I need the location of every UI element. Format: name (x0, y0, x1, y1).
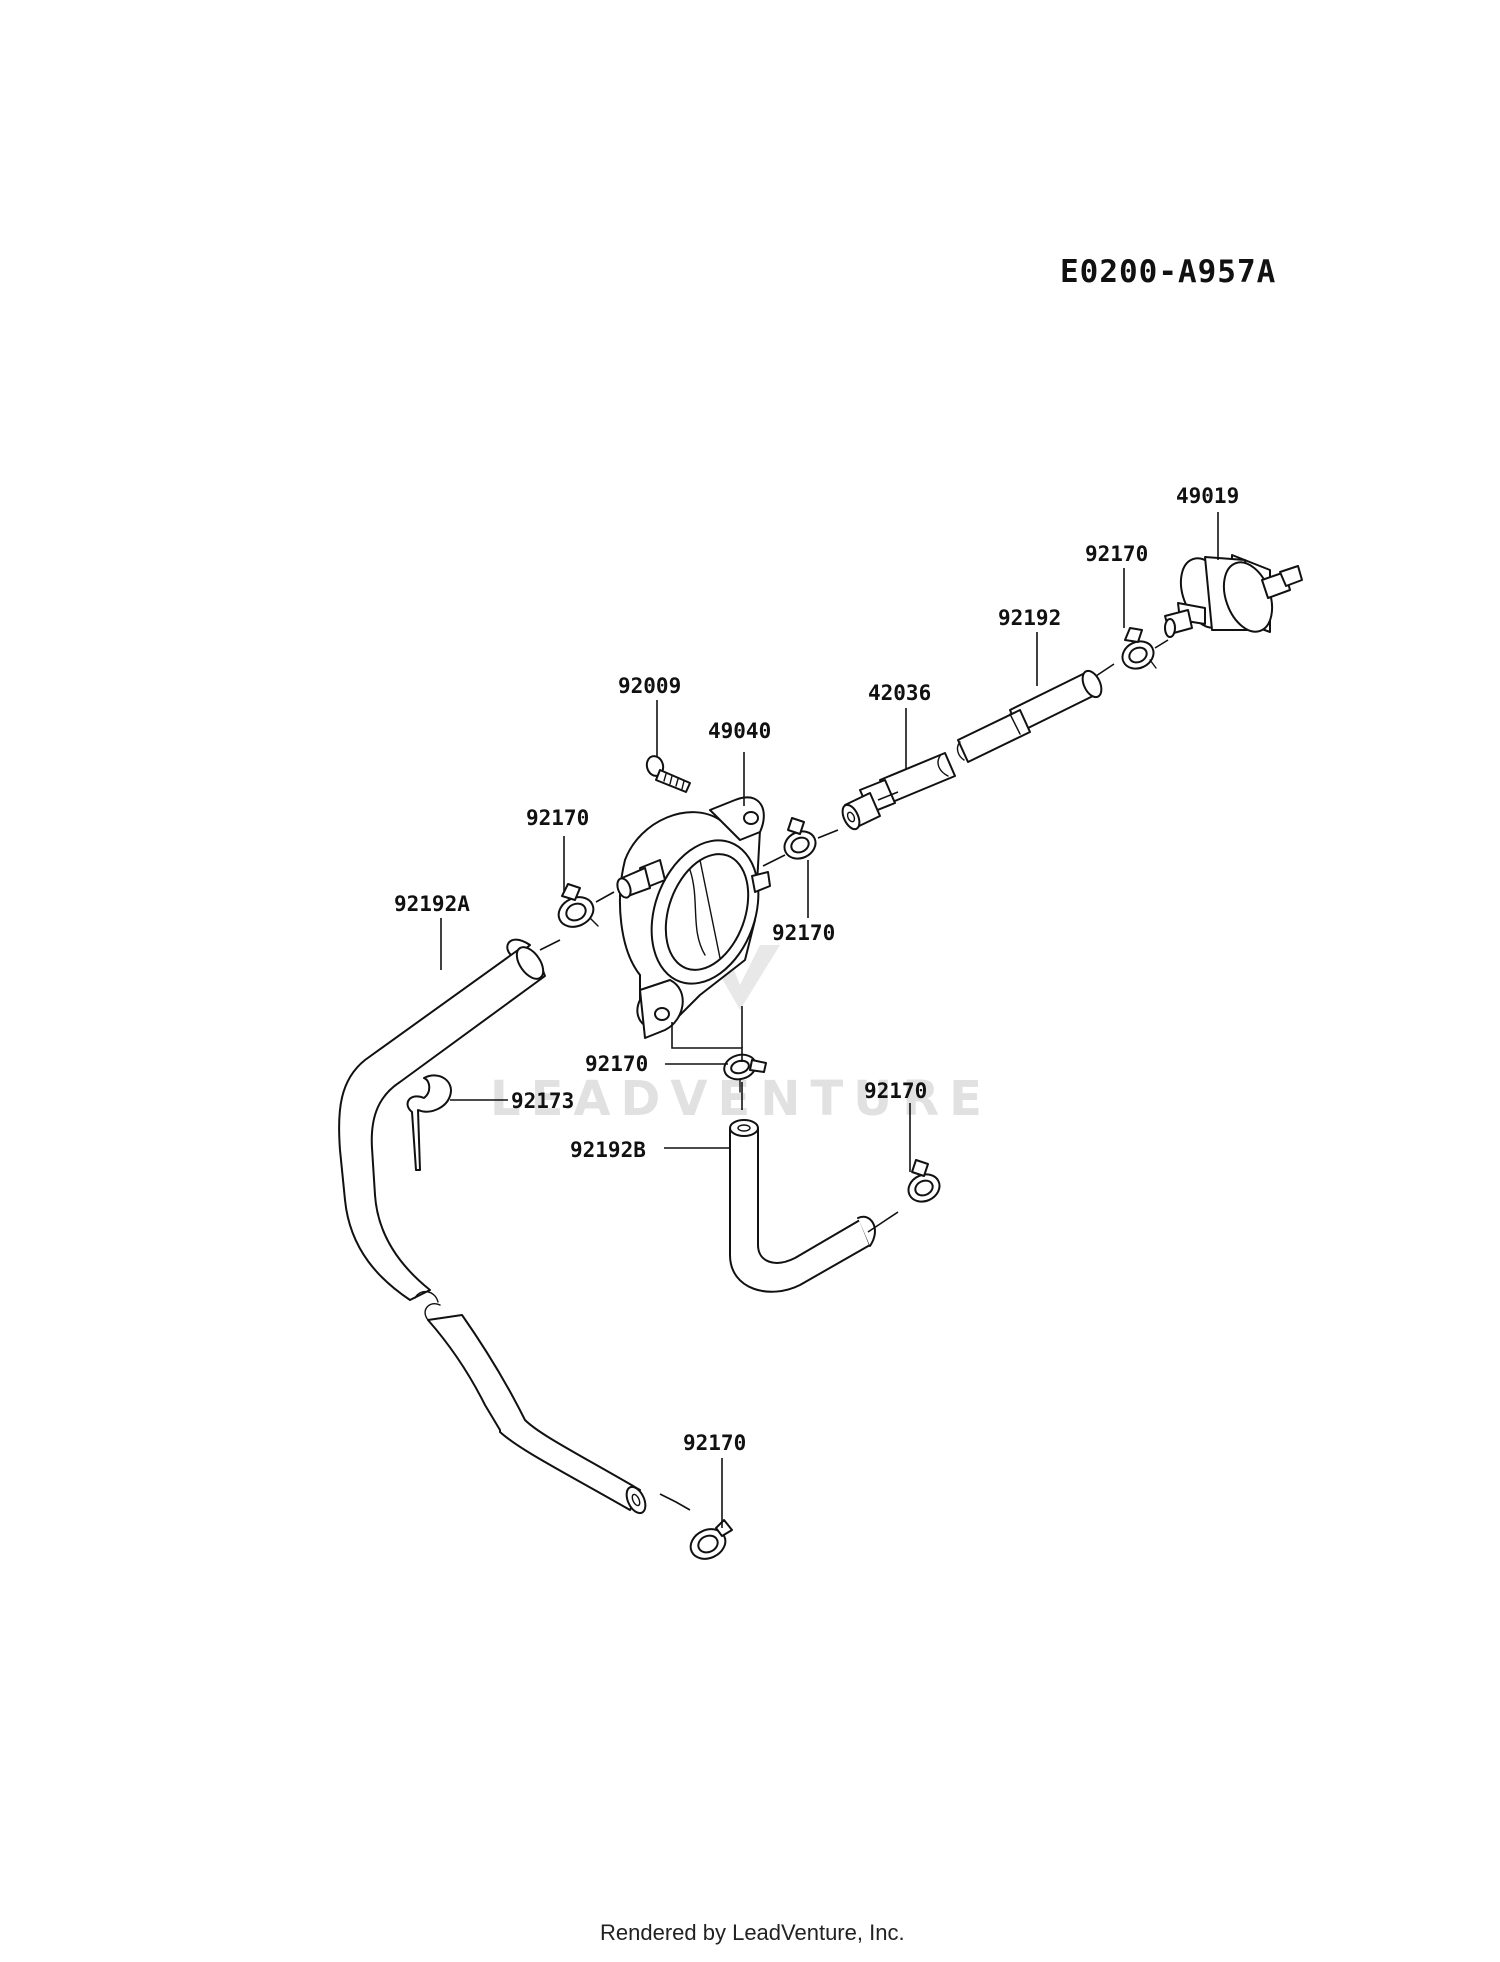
hose-clamp-92170-mid[interactable] (780, 817, 820, 864)
label-92173[interactable]: 92173 (511, 1089, 574, 1113)
hose-clamp-92170-center[interactable] (721, 1051, 767, 1093)
fuel-pump-49040[interactable] (615, 796, 777, 1039)
label-92192A[interactable]: 92192A (394, 892, 470, 916)
hose-clamp-92170-bottom[interactable] (686, 1519, 733, 1564)
clip-92173[interactable] (406, 1074, 452, 1171)
fuel-hose-42036[interactable] (839, 752, 956, 832)
label-92170-left[interactable]: 92170 (526, 806, 589, 830)
hose-clamp-92170-right[interactable] (904, 1159, 944, 1207)
label-49040[interactable]: 49040 (708, 719, 771, 743)
label-42036[interactable]: 42036 (868, 681, 931, 705)
label-92170-top[interactable]: 92170 (1085, 542, 1148, 566)
part-labels: 49019 92170 92192 42036 92009 49040 9217… (394, 484, 1239, 1455)
label-92192B[interactable]: 92192B (570, 1138, 646, 1162)
connection-lines (539, 639, 1169, 1511)
screw-92009[interactable] (645, 754, 691, 793)
label-49019[interactable]: 49019 (1176, 484, 1239, 508)
hose-clamp-92170-left[interactable] (554, 883, 599, 932)
leader-lines (440, 512, 1219, 1528)
diagram-code: E0200-A957A (1060, 254, 1276, 290)
label-92009[interactable]: 92009 (618, 674, 681, 698)
label-92170-right[interactable]: 92170 (864, 1079, 927, 1103)
fuel-hose-92192A[interactable] (338, 938, 649, 1516)
fuel-filter-49019[interactable] (1164, 552, 1303, 639)
label-92170-center[interactable]: 92170 (585, 1052, 648, 1076)
label-92192[interactable]: 92192 (998, 606, 1061, 630)
watermark: LEADVENTURE (490, 940, 992, 1127)
fuel-hose-92192B[interactable] (729, 1119, 876, 1293)
label-92170-bottom[interactable]: 92170 (683, 1431, 746, 1455)
watermark-text: LEADVENTURE (490, 1071, 992, 1127)
fuel-hose-92192[interactable] (956, 668, 1105, 763)
label-92170-mid[interactable]: 92170 (772, 921, 835, 945)
footer-credit: Rendered by LeadVenture, Inc. (600, 1920, 905, 1945)
hose-clamp-92170-top[interactable] (1118, 627, 1158, 674)
